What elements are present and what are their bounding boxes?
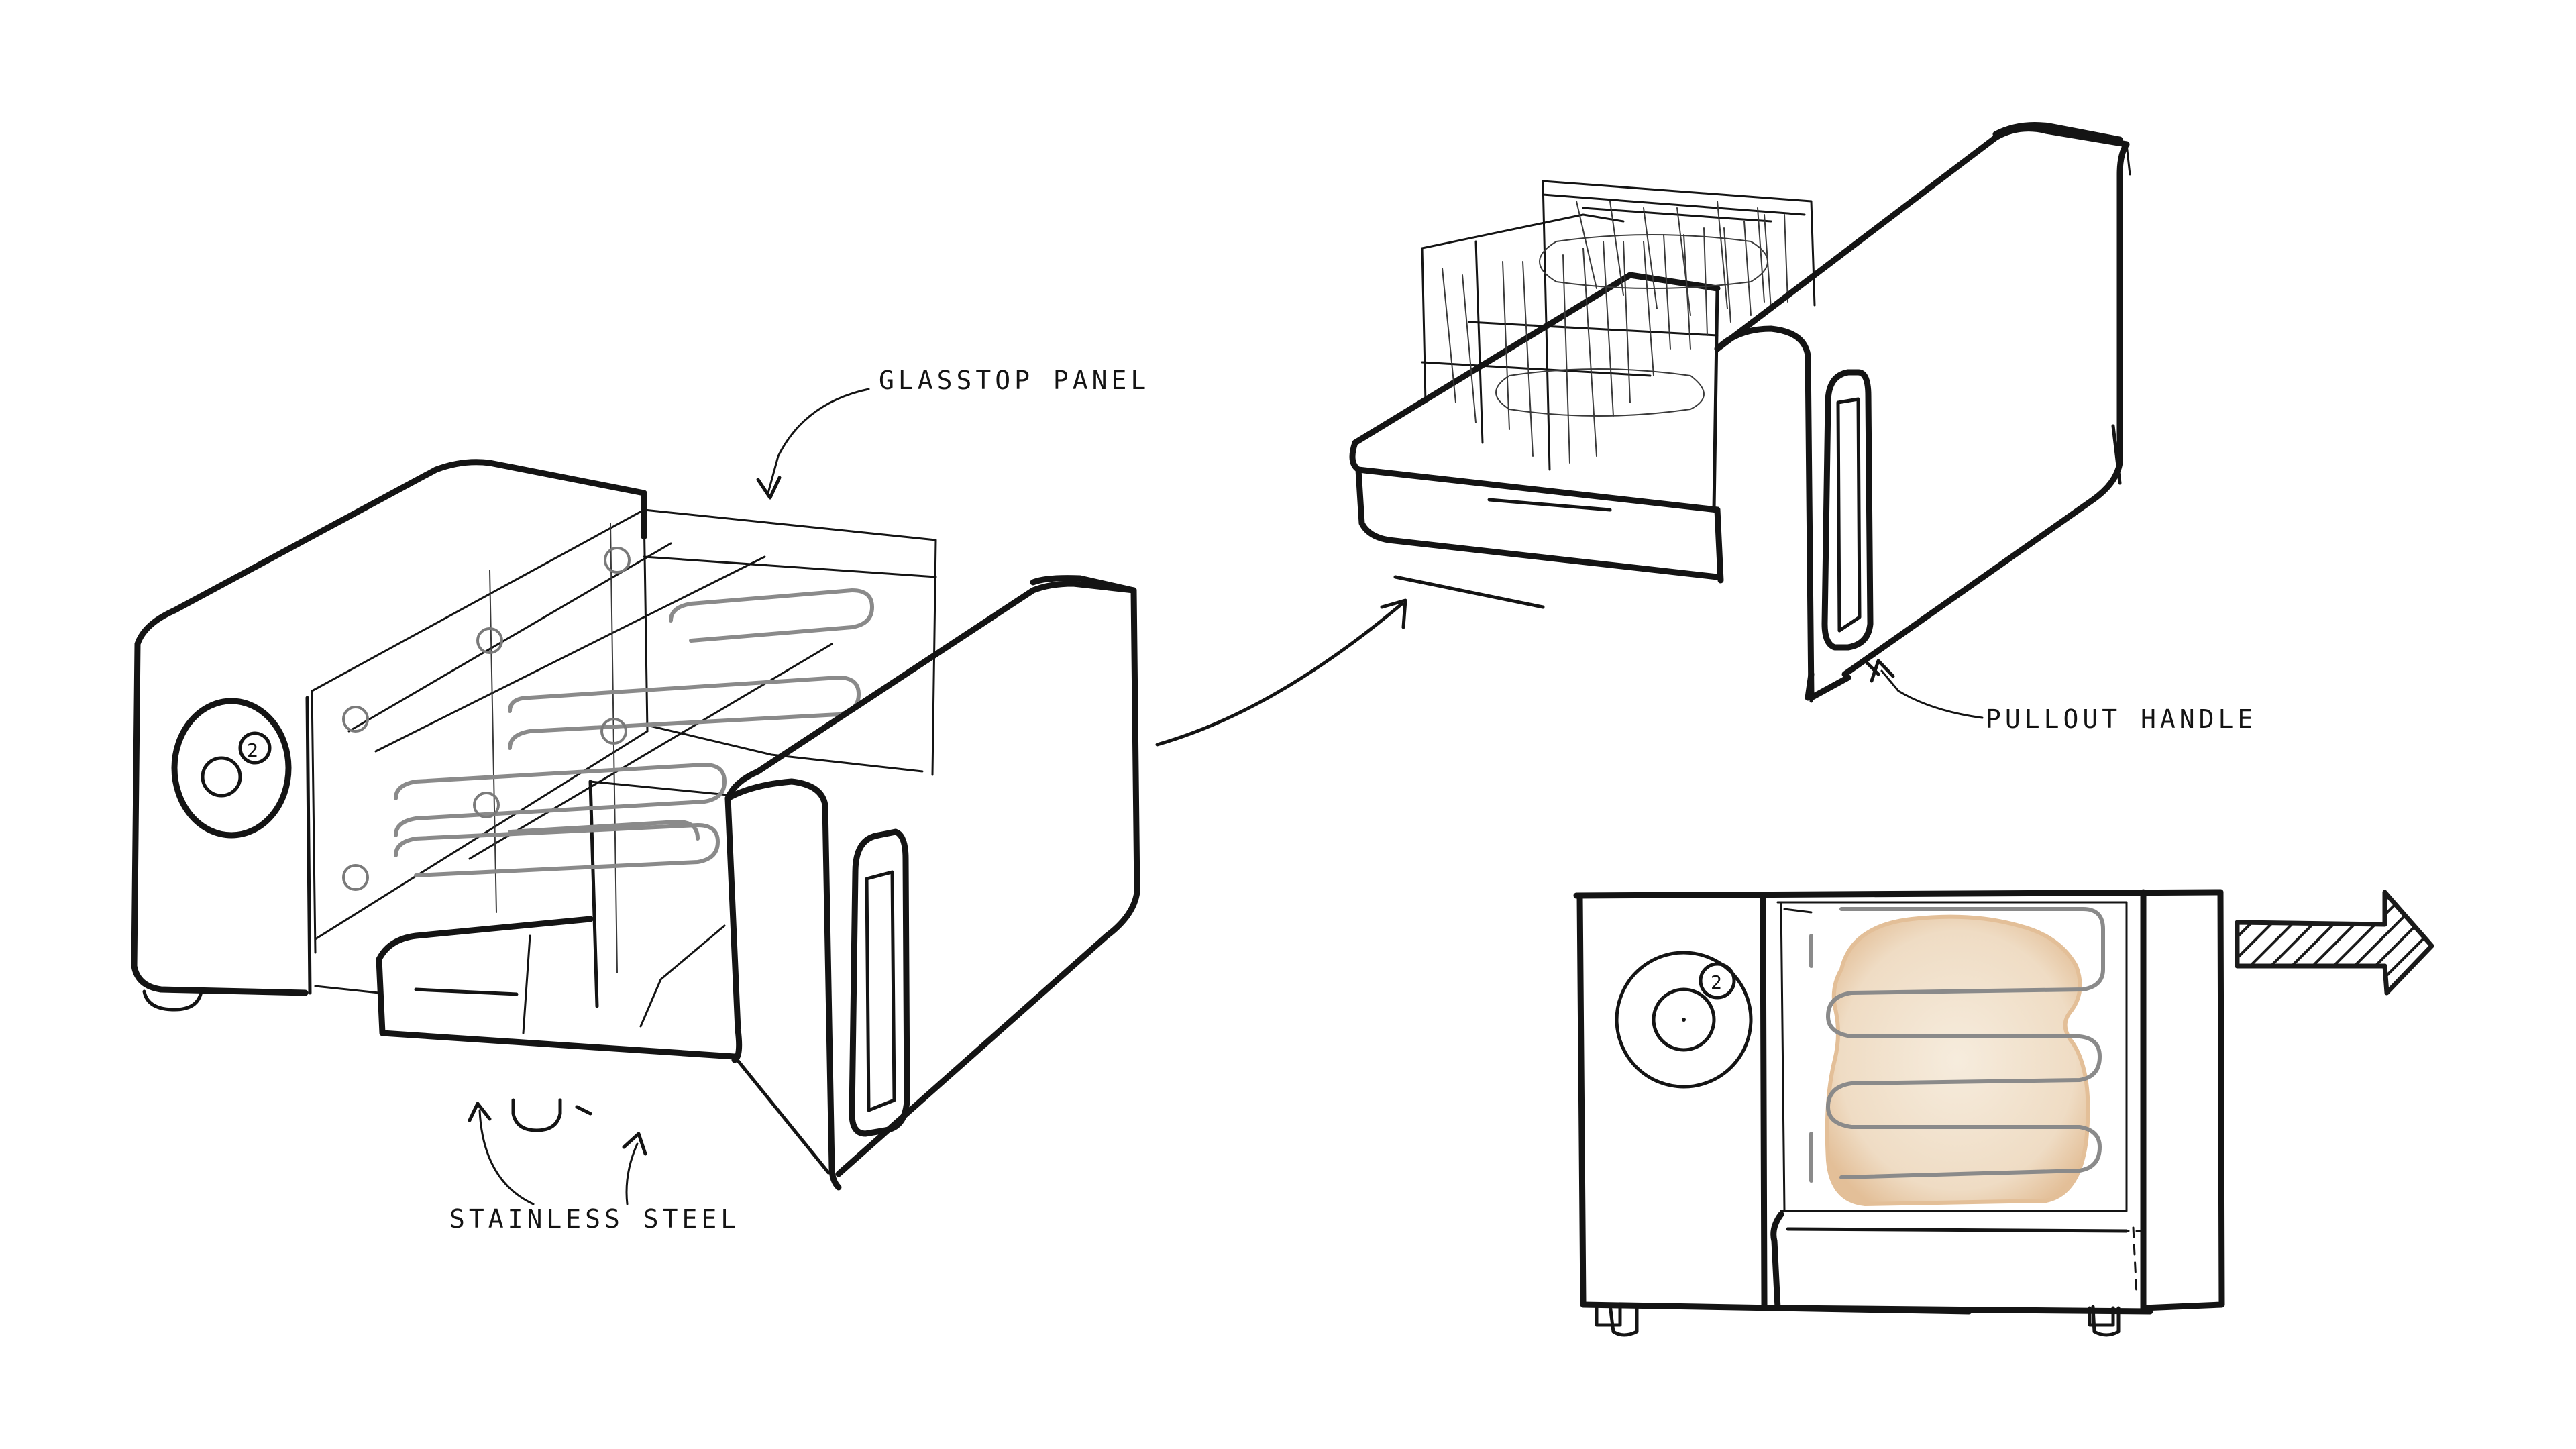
- annotation-stainless-steel: STAINLESS STEEL: [449, 1102, 740, 1234]
- toaster-pullout-view: [1349, 122, 2131, 703]
- bread-slice: [1825, 914, 2090, 1207]
- toaster-main-view: 2: [131, 459, 1140, 1191]
- pullout-handle-icon: [849, 828, 910, 1137]
- annotation-glasstop-panel-text: GLASSTOP PANEL: [879, 366, 1150, 395]
- toaster-side-view: 2: [1573, 889, 2225, 1337]
- dial-side-number: 2: [1711, 971, 1722, 994]
- annotation-glasstop-panel: GLASSTOP PANEL: [756, 366, 1150, 500]
- pullout-handle-top-icon: [1821, 369, 1874, 651]
- annotation-stainless-steel-text: STAINLESS STEEL: [449, 1204, 740, 1234]
- dial-number: 2: [247, 739, 258, 761]
- hatched-right-arrow-icon: [2235, 890, 2434, 996]
- connector-line: [1155, 602, 1404, 747]
- heating-coil: [1826, 907, 2105, 1179]
- connector-arrowhead-icon: [1380, 598, 1407, 629]
- dial-side-icon: 2: [1615, 951, 1753, 1089]
- annotation-pullout-handle: PULLOUT HANDLE: [1870, 659, 2257, 734]
- annotation-pullout-handle-text: PULLOUT HANDLE: [1986, 704, 2257, 734]
- dial-icon: 2: [171, 698, 292, 839]
